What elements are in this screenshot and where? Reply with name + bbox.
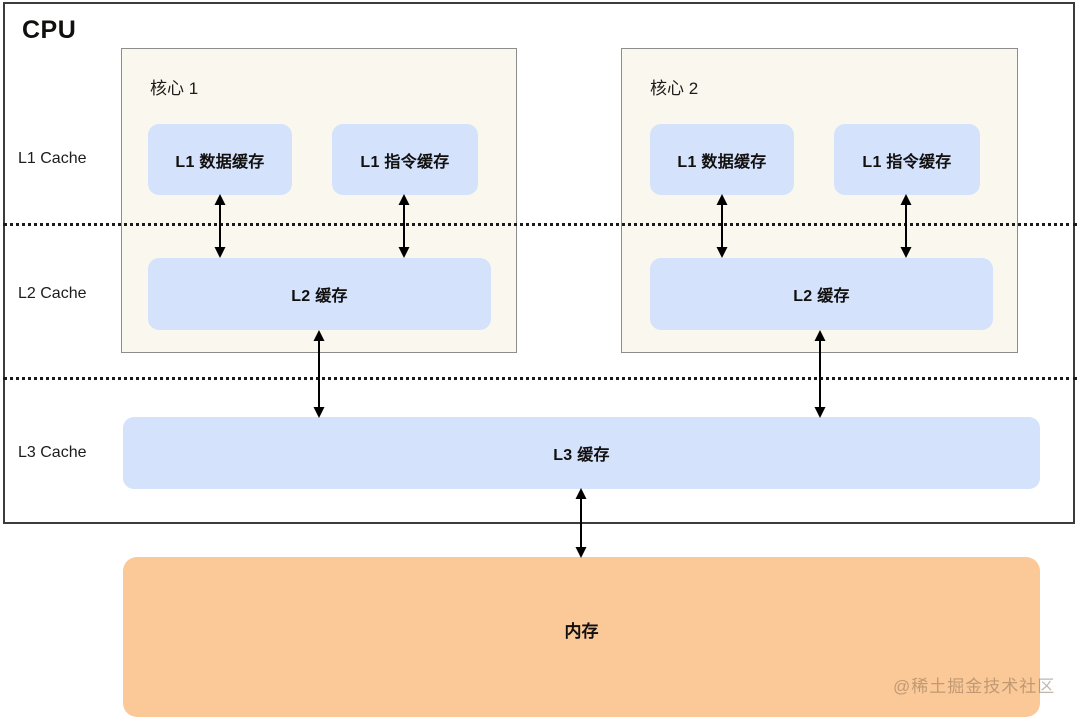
core-2-title: 核心 2 bbox=[650, 79, 699, 98]
arrow-core1-l1instr-to-l2-icon bbox=[395, 194, 413, 258]
level-label-l3: L3 Cache bbox=[18, 444, 87, 461]
arrow-core1-l2-to-l3-icon bbox=[310, 330, 328, 418]
level-label-l2: L2 Cache bbox=[18, 285, 87, 302]
arrow-l3-to-memory-icon bbox=[572, 488, 590, 558]
core-1-l1-data-cache-label: L1 数据缓存 bbox=[175, 153, 265, 171]
memory-label: 内存 bbox=[564, 621, 599, 641]
arrow-core1-l1data-to-l2-icon bbox=[211, 194, 229, 258]
core-1-l1-data-cache: L1 数据缓存 bbox=[148, 124, 292, 195]
core-1-title: 核心 1 bbox=[150, 79, 199, 98]
arrow-core2-l1instr-to-l2-icon bbox=[897, 194, 915, 258]
core-2-l2-cache-label: L2 缓存 bbox=[793, 288, 850, 305]
core-1-l1-instruction-cache: L1 指令缓存 bbox=[332, 124, 478, 195]
core-1-l1-instruction-cache-label: L1 指令缓存 bbox=[360, 153, 450, 171]
core-1-l2-cache-label: L2 缓存 bbox=[291, 288, 348, 305]
arrow-core2-l1data-to-l2-icon bbox=[713, 194, 731, 258]
cpu-boundary-box bbox=[3, 2, 1075, 524]
l3-cache-box: L3 缓存 bbox=[123, 417, 1040, 489]
watermark: @稀土掘金技术社区 bbox=[893, 677, 1056, 696]
core-1-l2-cache: L2 缓存 bbox=[148, 258, 491, 330]
arrow-core2-l2-to-l3-icon bbox=[811, 330, 829, 418]
core-2-l2-cache: L2 缓存 bbox=[650, 258, 993, 330]
l3-cache-label: L3 缓存 bbox=[553, 447, 610, 464]
core-2-l1-data-cache: L1 数据缓存 bbox=[650, 124, 794, 195]
core-2-l1-instruction-cache: L1 指令缓存 bbox=[834, 124, 980, 195]
core-2-l1-data-cache-label: L1 数据缓存 bbox=[677, 153, 767, 171]
cpu-title: CPU bbox=[22, 16, 77, 44]
level-label-l1: L1 Cache bbox=[18, 150, 87, 167]
memory-box: 内存 bbox=[123, 557, 1040, 717]
core-2-l1-instruction-cache-label: L1 指令缓存 bbox=[862, 153, 952, 171]
l1-l2-dotted-separator bbox=[3, 223, 1077, 226]
l2-l3-dotted-separator bbox=[3, 377, 1077, 380]
